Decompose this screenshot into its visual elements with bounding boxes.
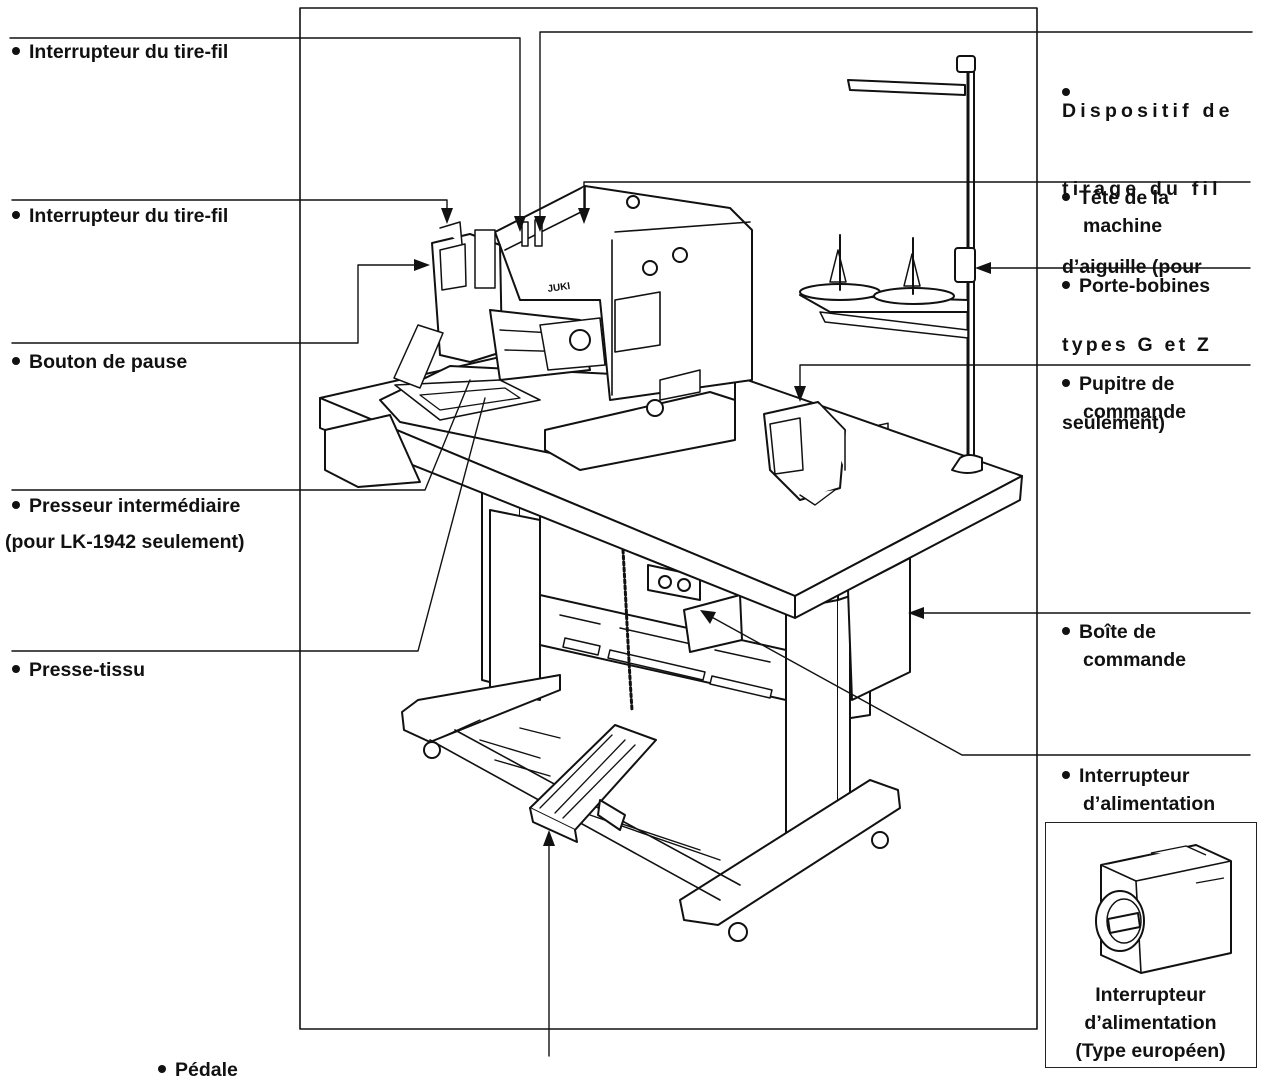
pedal-chain	[621, 548, 634, 712]
european-power-switch-drawing	[1095, 844, 1232, 974]
operation-panel	[763, 401, 846, 506]
label-thread-trimmer-switch-1: Interrupteur du tire-fil	[12, 38, 228, 66]
label-thread-stand: Porte-bobines	[1062, 272, 1210, 300]
stand	[401, 422, 911, 942]
bullet-icon	[12, 356, 20, 365]
bullet-icon	[1062, 280, 1070, 289]
bullet-icon	[12, 46, 20, 55]
label-intermediate-presser: Presseur intermédiaire	[12, 492, 240, 520]
leader-lines	[9, 31, 1253, 1057]
machine-head	[379, 185, 753, 471]
bullet-icon	[1062, 626, 1070, 635]
bullet-icon	[1062, 192, 1070, 201]
inset-caption-line3: (Type européen)	[1075, 1040, 1226, 1062]
bullet-icon	[12, 500, 20, 509]
label-pause-button: Bouton de pause	[12, 348, 187, 376]
pedal	[529, 724, 657, 843]
inset-caption-line2: d’alimentation	[1084, 1012, 1217, 1034]
thread-stand	[799, 55, 983, 474]
label-work-clamp: Presse-tissu	[12, 656, 145, 684]
label-pedal: Pédale	[158, 1056, 238, 1084]
bullet-icon	[1062, 88, 1070, 96]
brand-logo: JUKI	[547, 281, 571, 295]
label-intermediate-presser-note: (pour LK-1942 seulement)	[5, 531, 245, 553]
bullet-icon	[1062, 770, 1070, 779]
inset-caption: Interrupteur d’alimentation (Type européen…	[1046, 981, 1255, 1065]
bullet-icon	[158, 1064, 166, 1073]
european-power-switch-inset: Interrupteur d’alimentation (Type européen…	[1045, 822, 1257, 1068]
bullet-icon	[1062, 378, 1070, 387]
bullet-icon	[12, 210, 20, 219]
inset-caption-line1: Interrupteur	[1095, 984, 1206, 1006]
illustration-frame	[299, 7, 1038, 1030]
bullet-icon	[12, 664, 20, 673]
label-thread-trimmer-switch-2: Interrupteur du tire-fil	[12, 202, 228, 230]
arrow-heads	[414, 208, 991, 846]
label-needle-thread-puller: Dispositif de tirage du fil d’aiguille (…	[1062, 38, 1234, 462]
